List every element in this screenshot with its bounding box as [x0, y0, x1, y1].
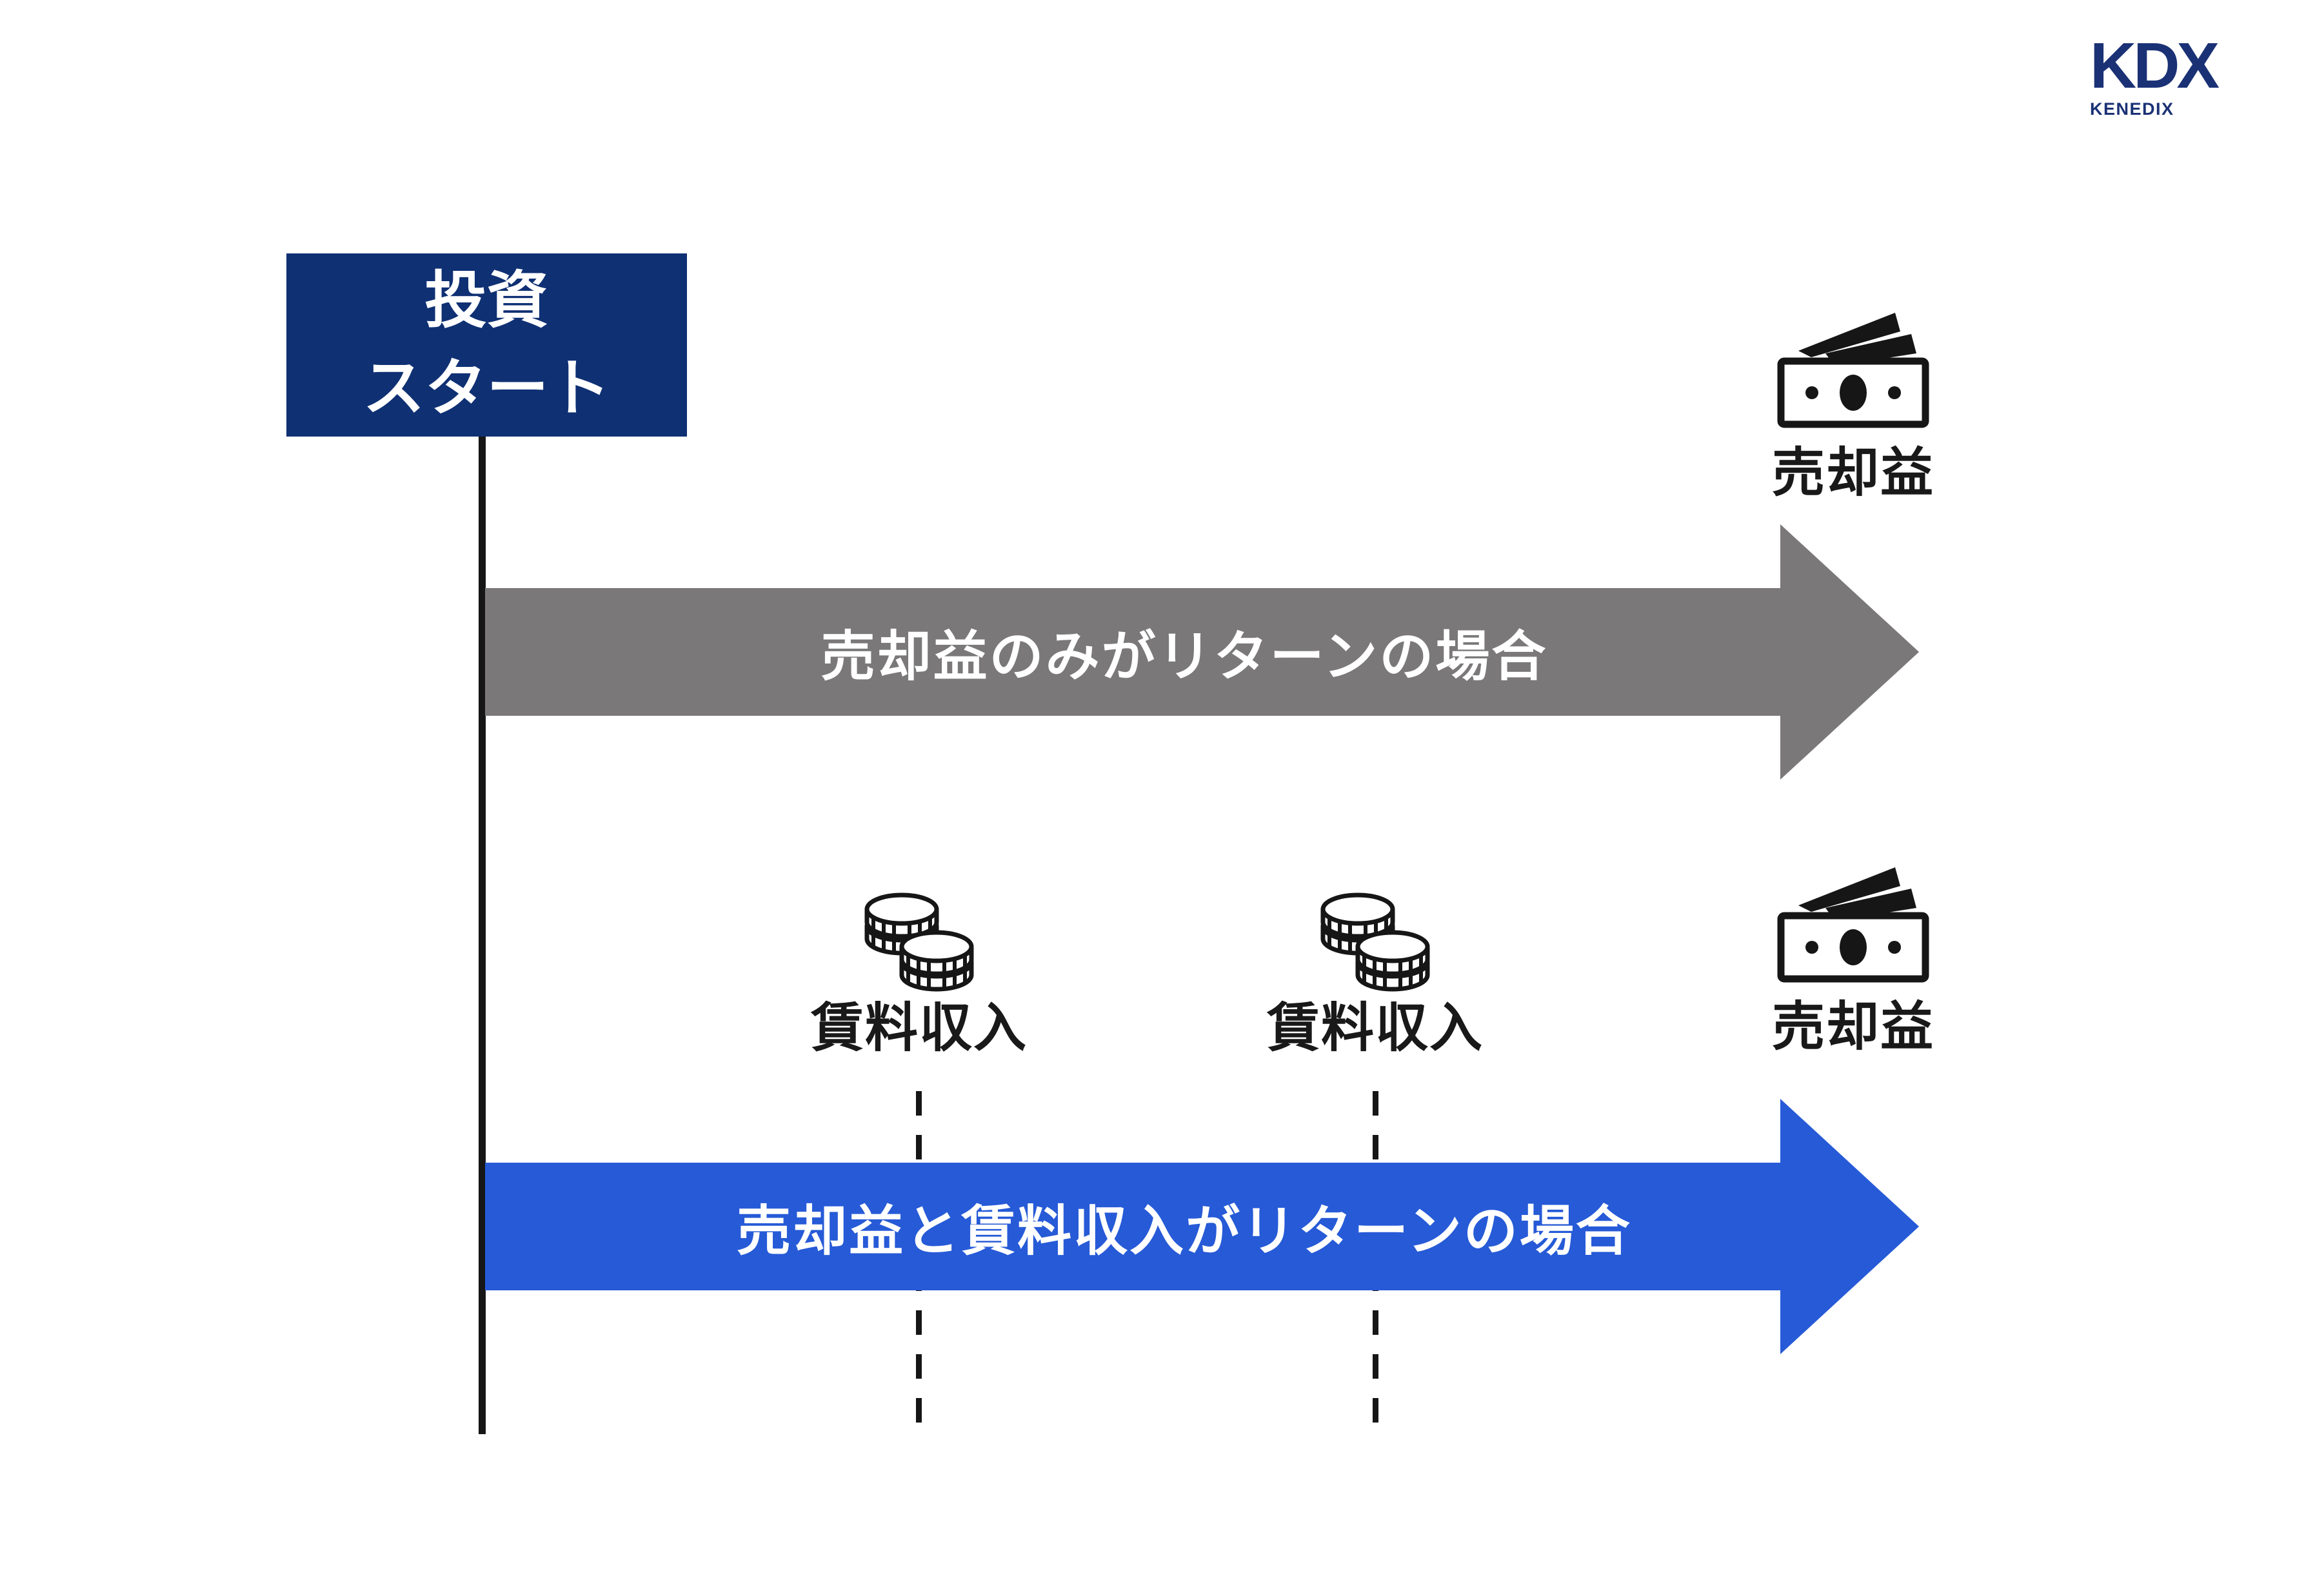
- rent-income-label-1: 賃料収入: [810, 999, 1028, 1058]
- investment-start-box: 投資 スタート: [286, 253, 687, 437]
- blue-arrow-body: [485, 1163, 1780, 1290]
- timeline-vertical-line: [479, 437, 486, 1434]
- capital-gain-label-bottom: 売却益: [1772, 998, 1935, 1056]
- start-box-line1: 投資: [424, 266, 549, 335]
- kenedix-logo-subtext: KENEDIX: [2090, 99, 2174, 119]
- capital-gain-group-top: 売却益: [1772, 311, 1933, 500]
- coin-stack-icon: [1320, 892, 1430, 992]
- rent-income-group-1: 賃料収入: [810, 889, 1029, 1055]
- capital-gain-label-top: 売却益: [1772, 444, 1935, 502]
- kdx-logo: KDX KENEDIX: [2090, 34, 2258, 118]
- start-box-line2: スタート: [363, 354, 611, 423]
- coin-stack-icon: [864, 892, 974, 992]
- banknotes-icon: [1777, 867, 1929, 983]
- capital-gain-and-rent-arrow: 売却益と賃料収入がリターンの場合: [485, 1099, 1919, 1354]
- kdx-logo-text: KDX: [2090, 30, 2220, 102]
- blue-arrow-head: [1780, 1099, 1919, 1354]
- rent-income-group-2: 賃料収入: [1266, 889, 1485, 1055]
- banknotes-icon: [1777, 313, 1929, 428]
- gray-arrow-label: 売却益のみがリターンの場合: [820, 626, 1548, 687]
- capital-gain-group-bottom: 売却益: [1772, 865, 1933, 1054]
- rent-income-label-2: 賃料収入: [1266, 999, 1484, 1058]
- gray-arrow-body: [485, 588, 1780, 716]
- capital-gain-only-arrow: 売却益のみがリターンの場合: [485, 524, 1919, 780]
- blue-arrow-label: 売却益と賃料収入がリターンの場合: [737, 1200, 1632, 1261]
- gray-arrow-head: [1780, 524, 1919, 780]
